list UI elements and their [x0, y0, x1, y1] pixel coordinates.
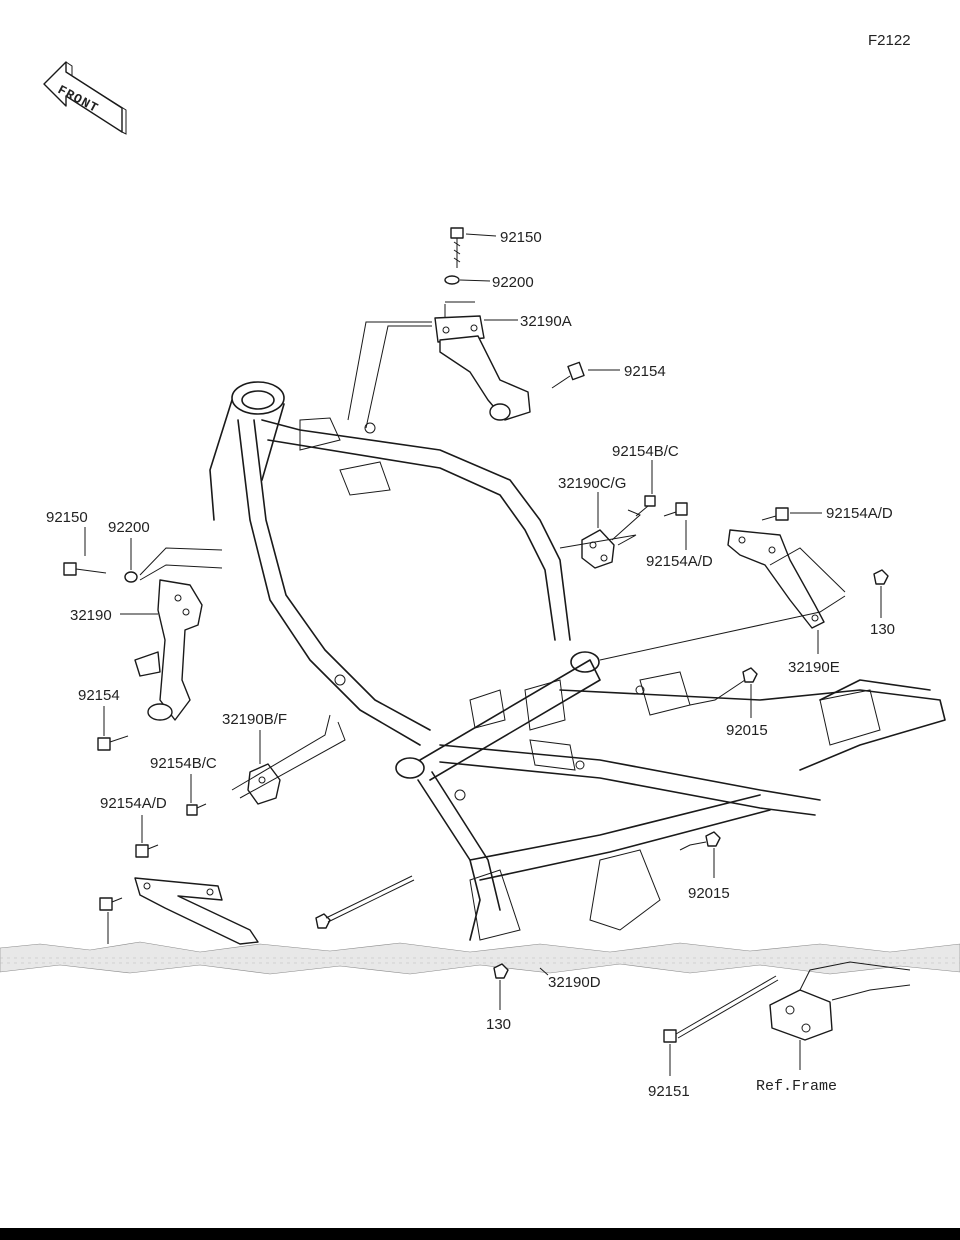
bottom-bracket-32190d: [134, 877, 259, 945]
label-nut-92015-upper: 92015: [726, 722, 768, 739]
label-top-washer: 92200: [492, 274, 534, 291]
front-arrow-icon: FRONT: [43, 61, 127, 135]
ref-frame-part: [769, 961, 911, 1041]
label-left-bolt-ad: 92154A/D: [100, 795, 167, 812]
label-mid-bolt-bc: 92154B/C: [612, 443, 679, 460]
label-nut-92015-lower: 92015: [688, 885, 730, 902]
left-bracket-32190bf: [247, 763, 281, 805]
right-bracket-32190e: [727, 529, 825, 629]
top-side-bolt-92154: [551, 361, 585, 389]
label-ref-frame: Ref.Frame: [756, 1078, 837, 1095]
nut-92015-lower: [705, 831, 721, 847]
label-top-bolt: 92150: [500, 229, 542, 246]
figure-id: F2122: [868, 32, 911, 49]
label-mid-bracket-cg: 32190C/G: [558, 475, 626, 492]
label-right-bracket-e: 32190E: [788, 659, 840, 676]
bottom-long-bolt-92151: [663, 975, 779, 1043]
mid-bolt-92154bc: [635, 495, 656, 517]
bottom-nut-130: [493, 963, 509, 979]
main-frame: [209, 381, 946, 941]
label-right-bolt-ad: 92154A/D: [826, 505, 893, 522]
left-bolt-92154: [97, 735, 129, 751]
label-left-bracket-bf: 32190B/F: [222, 711, 287, 728]
label-right-nut-130: 130: [870, 621, 895, 638]
left-bolt-92150: [63, 562, 107, 576]
left-bolt-92154bc: [186, 803, 207, 816]
label-left-bolt-bc: 92154B/C: [150, 755, 217, 772]
label-top-side-bolt: 92154: [624, 363, 666, 380]
left-bolt-92154ad: [135, 844, 159, 858]
label-mid-bolt-ad: 92154A/D: [646, 553, 713, 570]
right-bolt-92154ad: [761, 507, 789, 521]
left-washer-92200: [124, 571, 138, 583]
left-bracket-32190: [134, 579, 203, 721]
leader-lines: [84, 233, 882, 1076]
label-bottom-long-bolt: 92151: [648, 1083, 690, 1100]
torn-edge: [0, 941, 960, 975]
label-bottom-nut-130: 130: [486, 1016, 511, 1033]
long-bolt-upper: [315, 875, 415, 929]
top-bracket-32190a: [434, 315, 531, 421]
label-left-bolt: 92150: [46, 509, 88, 526]
mid-bolt-92154ad: [663, 502, 688, 517]
label-top-bracket: 32190A: [520, 313, 572, 330]
label-left-washer: 92200: [108, 519, 150, 536]
nut-92015-upper: [742, 667, 758, 683]
lower-left-bolt: [99, 897, 123, 911]
label-bottom-bracket-d: 32190D: [548, 974, 601, 991]
right-nut-130: [873, 569, 889, 585]
bottom-bar: [0, 1228, 960, 1240]
mid-bracket-32190cg: [581, 529, 615, 569]
label-left-bolt-lower: 92154: [78, 687, 120, 704]
top-washer-92200: [444, 275, 460, 285]
label-left-bracket: 32190: [70, 607, 112, 624]
top-bolt-92150: [450, 227, 464, 268]
